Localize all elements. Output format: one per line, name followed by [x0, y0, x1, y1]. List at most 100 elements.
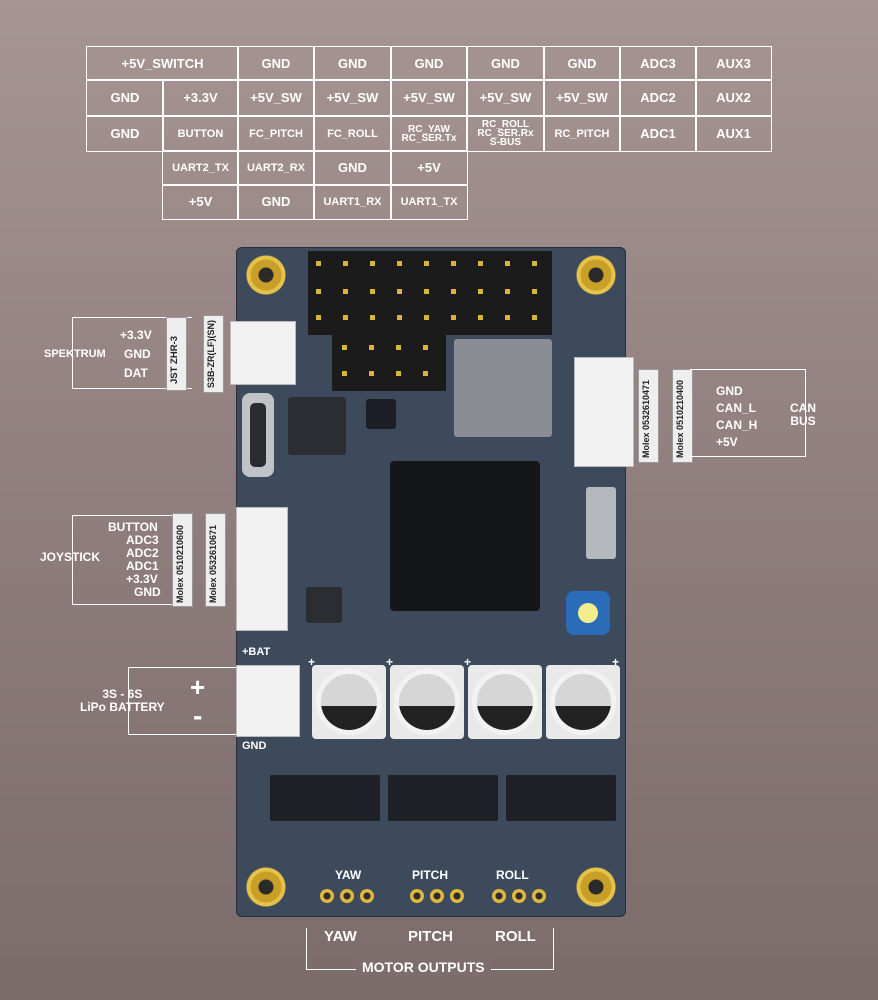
regulator-chip: [366, 399, 396, 429]
spektrum-pin: GND: [124, 347, 151, 361]
pin-cell: AUX3: [695, 46, 772, 81]
motor-pin: [512, 889, 526, 903]
pin-cell: GND: [237, 46, 315, 81]
mcu-chip: [390, 461, 540, 611]
motor-pin: [410, 889, 424, 903]
slide-switch: [586, 487, 616, 559]
pin-cell: +3.3V: [162, 79, 239, 117]
usb-port-inner: [250, 403, 266, 467]
capacitor: [316, 669, 382, 735]
pin-cell: UART1_TX: [390, 184, 468, 220]
joystick-bracket: [72, 515, 192, 605]
spektrum-board-part-tag: [203, 315, 224, 393]
motor-pin: [492, 889, 506, 903]
pin-cell: +5V_SW: [237, 79, 315, 117]
can-board-part: Molex 0532610471: [641, 379, 651, 458]
controller-board: + + + +: [230, 247, 634, 917]
spektrum-board-part: S3B-ZR(LF)(SN): [206, 320, 216, 388]
heatsink: [454, 339, 552, 437]
battery-connector: [236, 665, 300, 737]
pin-cell: GND: [466, 46, 545, 81]
capacitor: [472, 669, 538, 735]
cap-polarity: +: [308, 655, 316, 669]
pin-cell: RC_ROLL RC_SER.Rx S-BUS: [466, 115, 545, 152]
pin-cell: UART1_RX: [313, 184, 392, 220]
pin-cell: ADC1: [619, 115, 697, 152]
spektrum-pin: DAT: [124, 366, 148, 380]
can-board-part-tag: [638, 369, 659, 463]
battery-plus: +: [190, 672, 206, 702]
spektrum-pin: +3.3V: [120, 328, 152, 342]
can-label: CAN BUS: [790, 401, 816, 428]
can-part: Molex 0510210400: [675, 379, 685, 458]
motor-output-yaw: YAW: [324, 928, 357, 945]
pin-cell: AUX2: [695, 79, 772, 117]
spektrum-bracket: [72, 317, 192, 389]
joystick-part-tag: [172, 513, 193, 607]
pin-cell: BUTTON: [162, 115, 239, 152]
pin-cell: GND: [390, 46, 468, 81]
pin-cell: ADC2: [619, 79, 697, 117]
can-pin: CAN_H: [716, 418, 758, 432]
pin-header-top: [308, 251, 552, 335]
motor-output-roll: ROLL: [495, 928, 536, 945]
joystick-board-part-tag: [205, 513, 226, 607]
capacitor: [550, 669, 616, 735]
spektrum-part: JST ZHR-3: [169, 335, 180, 384]
can-pin: GND: [716, 384, 743, 398]
board-pitch-label: PITCH: [412, 868, 448, 882]
pin-cell: +5V_SW: [390, 79, 468, 117]
cap-polarity: +: [386, 655, 394, 669]
small-chip: [306, 587, 342, 623]
pin-cell: GND: [543, 46, 621, 81]
spektrum-label: SPEKTRUM: [44, 348, 106, 360]
pot-knob: [578, 603, 598, 623]
motor-pin: [320, 889, 334, 903]
pin-cell: UART2_RX: [237, 150, 315, 186]
joystick-connector: [236, 507, 288, 631]
imu-chip: [288, 397, 346, 455]
motor-outputs-title: MOTOR OUTPUTS: [356, 959, 491, 975]
pin-cell: +5V_SW: [313, 79, 392, 117]
battery-label: 3S - 6S LiPo BATTERY: [80, 687, 165, 714]
motor-driver: [506, 775, 616, 821]
pin-cell: +5V: [390, 150, 468, 186]
motor-pin: [360, 889, 374, 903]
motor-driver: [270, 775, 380, 821]
pin-cell: +5V: [162, 184, 239, 220]
motor-pin: [340, 889, 354, 903]
cap-polarity: +: [464, 655, 472, 669]
motor-output-pitch: PITCH: [408, 928, 453, 945]
pin-cell: RC_PITCH: [543, 115, 621, 152]
motor-driver: [388, 775, 498, 821]
pin-cell: AUX1: [695, 115, 772, 152]
joystick-part: Molex 0510210600: [175, 524, 185, 603]
pin-cell: GND: [237, 184, 315, 220]
joystick-pin: ADC3: [126, 533, 159, 547]
pin-cell: FC_PITCH: [237, 115, 315, 152]
pin-cell: +5V_SWITCH: [86, 46, 239, 81]
spektrum-connector: [230, 321, 296, 385]
joystick-pin: BUTTON: [108, 520, 158, 534]
pin-cell: GND: [86, 79, 164, 117]
pin-cell: ADC3: [619, 46, 697, 81]
board-yaw-label: YAW: [335, 868, 362, 882]
bat-label: +BAT: [242, 646, 271, 658]
mount-hole: [574, 253, 618, 297]
pin-cell: GND: [86, 115, 164, 152]
pin-cell: +5V_SW: [543, 79, 621, 117]
motor-pin: [450, 889, 464, 903]
joystick-pin: ADC2: [126, 546, 159, 560]
joystick-pin: +3.3V: [126, 572, 158, 586]
pin-cell: UART2_TX: [162, 150, 239, 186]
board-roll-label: ROLL: [496, 868, 529, 882]
joystick-label: JOYSTICK: [40, 550, 101, 564]
mount-hole: [244, 865, 288, 909]
spektrum-part-tag: [166, 317, 187, 391]
pin-cell: FC_ROLL: [313, 115, 392, 152]
mount-hole: [244, 253, 288, 297]
battery-bracket: [128, 667, 236, 735]
mount-hole: [574, 865, 618, 909]
joystick-board-part: Molex 0532610671: [208, 524, 218, 603]
can-connector: [574, 357, 634, 467]
